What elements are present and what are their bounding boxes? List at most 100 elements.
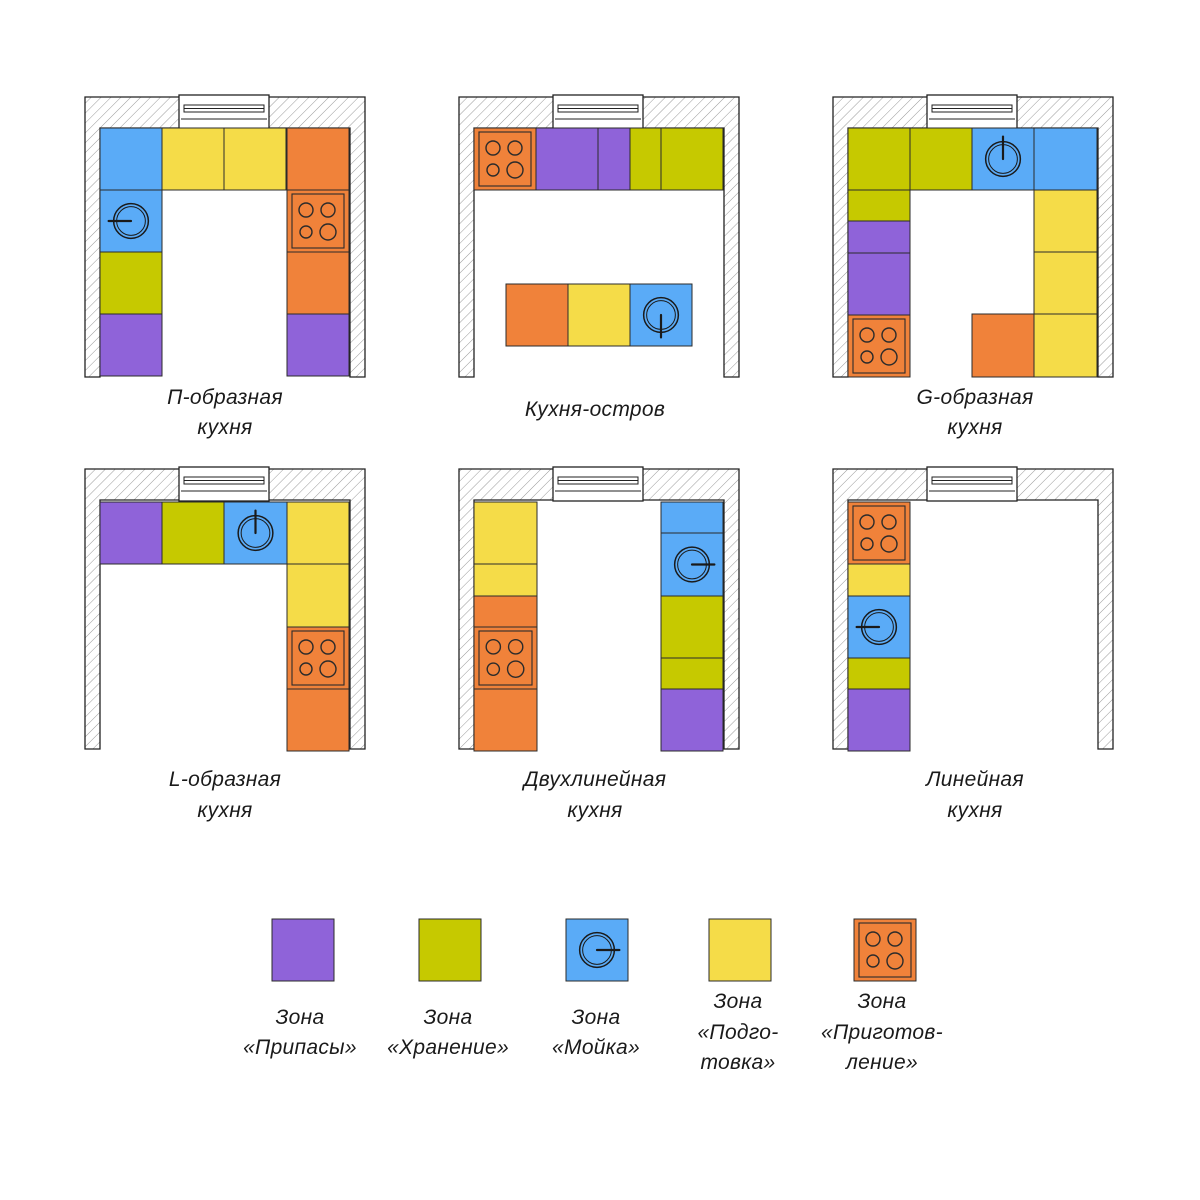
cabinet-storage bbox=[847, 189, 911, 222]
cabinet-supplies bbox=[99, 501, 163, 565]
layout-caption: Линейная bbox=[924, 768, 1024, 791]
cabinet-prep bbox=[286, 563, 350, 628]
cabinet-cooking bbox=[286, 626, 350, 690]
legend-label: «Мойка» bbox=[552, 1036, 640, 1059]
cooktop-icon bbox=[478, 131, 532, 187]
legend-label: Зона bbox=[423, 1006, 472, 1029]
legend-swatch bbox=[708, 918, 772, 982]
layout-caption: кухня bbox=[197, 416, 252, 439]
cabinet-supplies bbox=[660, 688, 724, 752]
legend-label: «Приготов- bbox=[821, 1021, 943, 1044]
cabinet-storage bbox=[161, 501, 225, 565]
cabinet-prep bbox=[1033, 189, 1098, 253]
layout-galley: Двухлинейная кухня bbox=[458, 466, 740, 822]
cooktop-icon bbox=[852, 318, 906, 374]
layout-caption: П-образная bbox=[167, 386, 283, 409]
sink-icon bbox=[642, 296, 680, 339]
legend-label: Зона bbox=[275, 1006, 324, 1029]
cabinet-cooking bbox=[505, 283, 569, 347]
wall bbox=[84, 468, 366, 750]
cabinet-cooking bbox=[847, 501, 911, 565]
cabinet-prep bbox=[223, 127, 287, 191]
cabinet-sink bbox=[99, 189, 163, 253]
legend-item-cooking: Зона«Приготов-ление» bbox=[821, 918, 943, 1074]
cabinet-storage bbox=[847, 127, 911, 191]
layout-caption: L-образная bbox=[169, 768, 281, 791]
legend-label: товка» bbox=[701, 1051, 776, 1074]
cooktop-icon bbox=[291, 630, 345, 686]
legend-swatch bbox=[418, 918, 482, 982]
cabinet-prep bbox=[847, 563, 911, 597]
cabinet-storage bbox=[629, 127, 662, 191]
cabinet-prep bbox=[473, 563, 538, 597]
cabinet-prep bbox=[473, 501, 538, 565]
cabinet-cooking bbox=[473, 595, 538, 628]
window-icon bbox=[178, 94, 270, 130]
cabinet-prep bbox=[567, 283, 631, 347]
layout-linear: Линейная кухня bbox=[832, 466, 1114, 822]
legend-label: «Хранение» bbox=[387, 1036, 509, 1059]
legend-label: Зона bbox=[571, 1006, 620, 1029]
legend-label: «Припасы» bbox=[243, 1036, 357, 1059]
legend-label: «Подго- bbox=[697, 1021, 778, 1044]
cabinet-storage bbox=[660, 657, 724, 690]
cabinet-cooking bbox=[286, 688, 350, 752]
legend-label: ление» bbox=[845, 1051, 918, 1074]
window-icon bbox=[552, 466, 644, 502]
layout-caption: кухня bbox=[567, 799, 622, 822]
layout-caption: кухня bbox=[947, 416, 1002, 439]
cabinet-sink bbox=[629, 283, 693, 347]
wall bbox=[458, 96, 740, 378]
layout-caption: Двухлинейная bbox=[522, 768, 667, 791]
layout-island: Кухня-остров bbox=[458, 94, 740, 421]
layout-l-shape: L-образная кухня bbox=[84, 466, 366, 822]
cooktop-icon bbox=[852, 505, 906, 561]
cabinet-supplies bbox=[847, 220, 911, 254]
legend-swatch bbox=[271, 918, 335, 982]
cabinet-cooking bbox=[286, 127, 350, 191]
legend-swatch bbox=[565, 918, 629, 982]
layout-caption: кухня bbox=[947, 799, 1002, 822]
cabinet-sink bbox=[223, 501, 288, 565]
legend-item-supplies: Зона «Припасы» bbox=[243, 918, 357, 1059]
legend-swatch bbox=[853, 918, 917, 982]
wall bbox=[832, 96, 1114, 378]
cabinet-sink bbox=[847, 595, 911, 659]
layout-caption: Кухня-остров bbox=[525, 398, 665, 421]
cabinet-supplies bbox=[286, 313, 350, 377]
window-icon bbox=[926, 466, 1018, 502]
sink-icon bbox=[578, 931, 621, 969]
cabinet-storage bbox=[660, 127, 724, 191]
sink-icon bbox=[237, 509, 274, 552]
cabinet-prep bbox=[161, 127, 225, 191]
cooktop-icon bbox=[291, 193, 345, 249]
layout-caption: кухня bbox=[197, 799, 252, 822]
cabinet-supplies bbox=[847, 688, 911, 752]
sink-icon bbox=[673, 546, 716, 583]
cabinet-prep bbox=[286, 501, 350, 565]
legend-label: Зона bbox=[713, 990, 762, 1013]
wall bbox=[84, 96, 366, 378]
cabinet-cooking bbox=[847, 314, 911, 378]
cabinet-storage bbox=[660, 595, 724, 659]
cabinet-sink bbox=[1033, 127, 1098, 191]
wall bbox=[458, 468, 740, 750]
cabinet-sink bbox=[660, 501, 724, 534]
cabinet-cooking bbox=[971, 313, 1035, 378]
window-icon bbox=[178, 466, 270, 502]
legend-item-prep: Зона «Подго-товка» bbox=[697, 918, 778, 1074]
sink-icon bbox=[984, 135, 1022, 178]
legend-item-sink: Зона «Мойка» bbox=[552, 918, 640, 1059]
sink-icon bbox=[855, 608, 898, 646]
cabinet-cooking bbox=[286, 189, 350, 253]
wall bbox=[832, 468, 1114, 750]
window-icon bbox=[552, 94, 644, 130]
cabinet-storage bbox=[99, 251, 163, 315]
cooktop-icon bbox=[478, 630, 533, 686]
cabinet-sink bbox=[99, 127, 163, 191]
cabinet-prep bbox=[1033, 251, 1098, 315]
cabinet-storage bbox=[909, 127, 973, 191]
cabinet-cooking bbox=[473, 688, 538, 752]
